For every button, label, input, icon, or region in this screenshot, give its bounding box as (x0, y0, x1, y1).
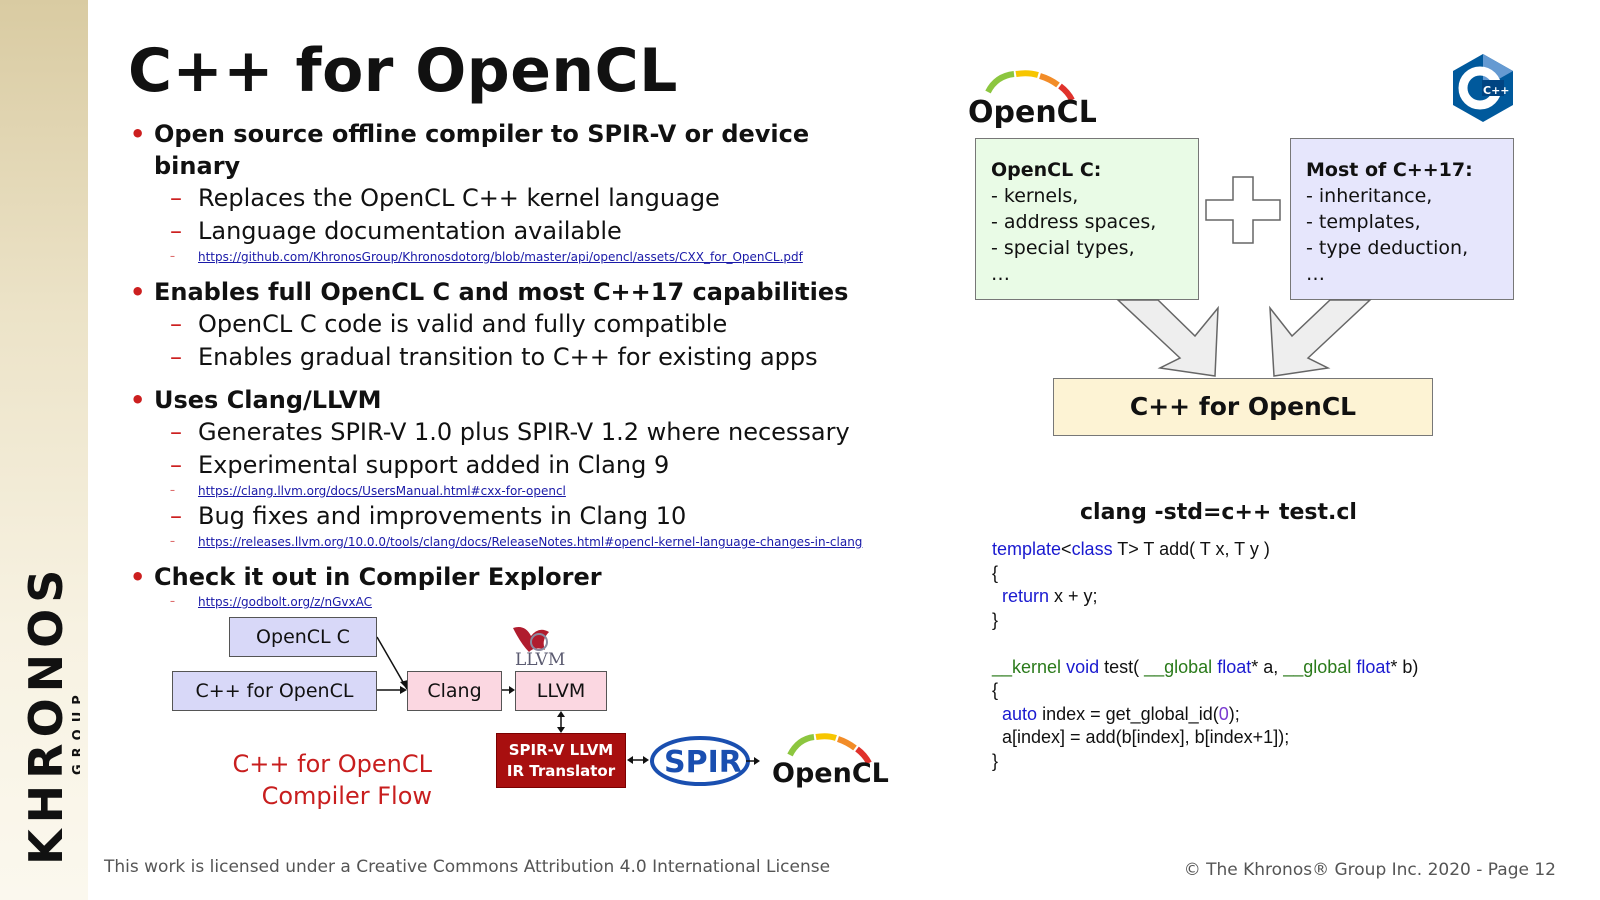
release-notes-link[interactable]: https://releases.llvm.org/10.0.0/tools/c… (198, 535, 863, 549)
opencl-c-box: OpenCL C: - kernels, - address spaces, -… (975, 138, 1199, 300)
code-sample: template<class T> T add( T x, T y ) { re… (992, 539, 1419, 771)
cpp17-line: - inheritance, (1306, 185, 1433, 207)
license-footer: This work is licensed under a Creative C… (104, 857, 831, 877)
bullet-2: Enables full OpenCL C and most C++17 cap… (130, 276, 890, 308)
opencl-c-line: - special types, (991, 237, 1135, 259)
spir-logo: SPIR (650, 736, 760, 786)
cpp-logo-text: C++ (1483, 84, 1510, 97)
flow-connectors (376, 636, 649, 764)
opencl-c-line: - kernels, (991, 185, 1079, 207)
llvm-logo-text: LLVM (515, 650, 565, 670)
cpp-for-opencl-box: C++ for OpenCL (1053, 378, 1433, 436)
flow-opencl-c-box: OpenCL C (229, 617, 377, 657)
opencl-c-box-title: OpenCL C: (991, 159, 1102, 181)
llvm-dragon-icon: LLVM (513, 627, 565, 670)
link-bullet: https://godbolt.org/z/nGvxAC (130, 593, 890, 611)
sub-bullet: Bug fixes and improvements in Clang 10 (130, 500, 890, 533)
bullet-list: Open source offline compiler to SPIR-V o… (130, 118, 890, 611)
merge-arrows (1116, 299, 1372, 377)
cpp-logo-icon: C++ (1453, 54, 1513, 122)
code-heading: clang -std=c++ test.cl (1080, 500, 1357, 525)
khronos-logo: KHRONOS GROUP (19, 564, 80, 865)
brand-sub: GROUP (71, 688, 80, 775)
flow-clang-box: Clang (407, 671, 502, 711)
slide-title: C++ for OpenCL (128, 36, 678, 106)
cpp17-line: - type deduction, (1306, 237, 1469, 259)
opencl-c-line: … (991, 263, 1010, 285)
sub-bullet: Enables gradual transition to C++ for ex… (130, 341, 890, 374)
link-bullet: https://releases.llvm.org/10.0.0/tools/c… (130, 533, 890, 551)
sub-bullet: Language documentation available (130, 215, 890, 248)
opencl-logo: OpenCL (968, 70, 1096, 128)
flow-llvm-box: LLVM (515, 671, 607, 711)
flow-spirv-translator-box: SPIR-V LLVM IR Translator (496, 733, 626, 788)
brand-strip (0, 0, 88, 900)
godbolt-link[interactable]: https://godbolt.org/z/nGvxAC (198, 595, 372, 609)
opencl-c-line: - address spaces, (991, 211, 1157, 233)
spirv-translator-line1: SPIR-V LLVM (508, 741, 614, 759)
spirv-translator-line2: IR Translator (506, 762, 616, 780)
link-bullet: https://github.com/KhronosGroup/Khronosd… (130, 248, 890, 266)
sub-bullet: Experimental support added in Clang 9 (130, 449, 890, 482)
sub-bullet: Generates SPIR-V 1.0 plus SPIR-V 1.2 whe… (130, 416, 890, 449)
sub-bullet: Replaces the OpenCL C++ kernel language (130, 182, 890, 215)
flow-cpp-for-opencl-box: C++ for OpenCL (172, 671, 377, 711)
cpp17-line: - templates, (1306, 211, 1421, 233)
copyright-footer: © The Khronos® Group Inc. 2020 - Page 12 (1183, 860, 1556, 880)
plus-icon (1205, 176, 1281, 244)
spir-logo-text: SPIR (664, 745, 742, 780)
flow-caption: C++ for OpenCL Compiler Flow (232, 748, 432, 812)
link-bullet: https://clang.llvm.org/docs/UsersManual.… (130, 482, 890, 500)
bullet-1: Open source offline compiler to SPIR-V o… (130, 118, 890, 182)
cpp17-box-title: Most of C++17: (1306, 159, 1473, 181)
flow-caption-line1: C++ for OpenCL (232, 750, 432, 778)
flow-caption-line2: Compiler Flow (261, 782, 432, 810)
clang-manual-link[interactable]: https://clang.llvm.org/docs/UsersManual.… (198, 484, 566, 498)
sub-bullet: OpenCL C code is valid and fully compati… (130, 308, 890, 341)
cpp17-box: Most of C++17: - inheritance, - template… (1290, 138, 1514, 300)
opencl-logo-flow: OpenCL (772, 733, 889, 788)
cpp17-line: … (1306, 263, 1325, 285)
cxx-doc-link[interactable]: https://github.com/KhronosGroup/Khronosd… (198, 250, 803, 264)
opencl-flow-logo-text: OpenCL (772, 758, 889, 788)
brand-name: KHRONOS (19, 564, 73, 865)
bullet-4: Check it out in Compiler Explorer (130, 561, 890, 593)
bullet-3: Uses Clang/LLVM (130, 384, 890, 416)
opencl-logo-text: OpenCL (968, 95, 1096, 128)
